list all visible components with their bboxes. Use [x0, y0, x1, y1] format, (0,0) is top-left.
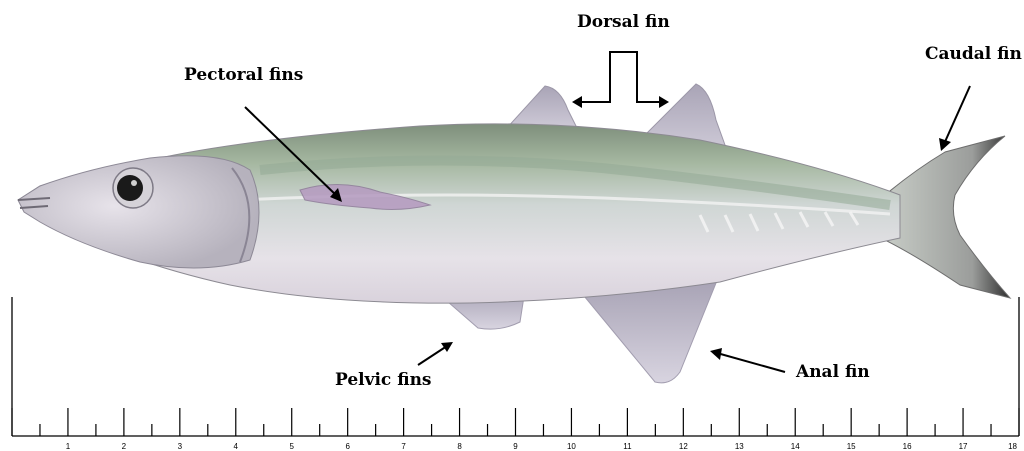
dorsal-arrow-left-head — [572, 96, 582, 108]
dorsal-arrow-right-head — [659, 96, 669, 108]
caudal-fin-shape — [885, 136, 1010, 298]
ruler-tick-label: 4 — [234, 442, 239, 451]
ruler-tick-label: 12 — [679, 442, 688, 451]
ruler-tick-label: 15 — [847, 442, 856, 451]
eye-pupil — [117, 175, 143, 201]
ruler-tick-label: 11 — [623, 442, 632, 451]
ruler-tick-label: 9 — [513, 442, 518, 451]
dorsal-bracket — [578, 52, 663, 102]
ruler-tick-label: 18 — [1008, 442, 1017, 451]
pelvic-arrow-line — [418, 346, 447, 365]
label-caudal-fin: Caudal fin — [925, 46, 1022, 63]
label-dorsal-fin: Dorsal fin — [577, 14, 670, 31]
eye-highlight — [131, 180, 137, 186]
ruler-tick-label: 3 — [178, 442, 183, 451]
ruler-tick-label: 16 — [903, 442, 912, 451]
ruler-tick-label: 17 — [959, 442, 968, 451]
ruler-tick-label: 8 — [457, 442, 462, 451]
anal-arrow-head — [710, 348, 722, 360]
anal-arrow-line — [717, 353, 785, 372]
ruler-tick-label: 13 — [735, 442, 744, 451]
ruler-tick-label: 10 — [567, 442, 576, 451]
label-pectoral-fins: Pectoral fins — [184, 67, 303, 84]
ruler-tick-label: 1 — [66, 442, 71, 451]
anal-fin — [575, 283, 716, 383]
ruler-tick-label: 6 — [345, 442, 350, 451]
ruler-tick-label: 5 — [289, 442, 294, 451]
ruler-tick-label: 14 — [791, 442, 800, 451]
pelvic-arrow-head — [441, 342, 453, 352]
ruler-tick-label: 2 — [122, 442, 127, 451]
ruler-tick-label: 7 — [401, 442, 406, 451]
label-anal-fin: Anal fin — [796, 364, 870, 381]
caudal-arrow-line — [944, 86, 970, 144]
label-pelvic-fins: Pelvic fins — [335, 372, 432, 389]
